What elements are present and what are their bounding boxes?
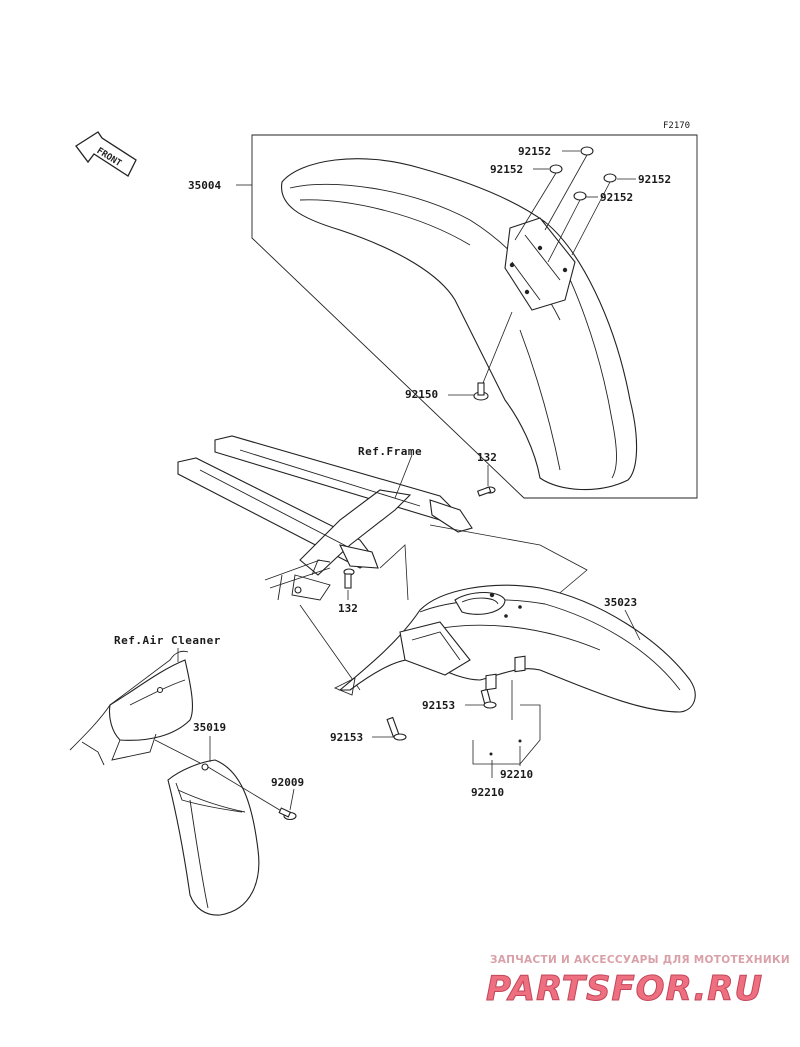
label-nut-92210: 92210 (500, 768, 533, 781)
nut-icon (485, 673, 497, 756)
rear-fender-group (299, 524, 696, 713)
label-washer: 92152 (490, 163, 523, 176)
label-flap: 35019 (193, 721, 226, 734)
label-ref-air-cleaner: Ref.Air Cleaner (114, 634, 221, 647)
front-fender-group (236, 134, 698, 499)
label-ref-frame: Ref.Frame (358, 445, 422, 458)
frame-reference (177, 435, 473, 601)
mud-flap (167, 759, 284, 916)
label-washer: 92152 (638, 173, 671, 186)
label-flap-bolt: 92009 (271, 776, 304, 789)
front-arrow-icon: FRONT (75, 131, 137, 177)
watermark-caption: ЗАПЧАСТИ И АКСЕССУАРЫ ДЛЯ МОТОТЕХНИКИ (490, 954, 790, 966)
bolt-icon (278, 807, 297, 821)
washer-icon (580, 146, 594, 156)
washer-icon (573, 191, 587, 201)
label-washer: 92152 (518, 145, 551, 158)
label-rear-fender: 35023 (604, 596, 637, 609)
washer-icon (549, 164, 563, 174)
label-front-bolt: 92150 (405, 388, 438, 401)
bolt-icon (386, 716, 407, 741)
rear-fender (338, 584, 696, 713)
air-cleaner-reference (69, 650, 194, 766)
bolt-icon (476, 486, 496, 497)
figure-code: F2170 (663, 121, 690, 131)
label-bolt-132: 132 (338, 602, 358, 615)
bolt-icon (343, 568, 355, 589)
label-bolt-92153: 92153 (422, 699, 455, 712)
label-front-fender: 35004 (188, 179, 221, 192)
washer-icon (603, 173, 617, 183)
bolt-icon (473, 382, 489, 401)
label-bolt-92153: 92153 (330, 731, 363, 744)
front-fender-box (251, 134, 698, 499)
front-fender (281, 158, 638, 491)
label-bolt-132: 132 (477, 451, 497, 464)
label-washer: 92152 (600, 191, 633, 204)
watermark-brand: PARTSFOR.RU (486, 969, 763, 1009)
label-nut-92210: 92210 (471, 786, 504, 799)
nut-icon (514, 655, 526, 743)
